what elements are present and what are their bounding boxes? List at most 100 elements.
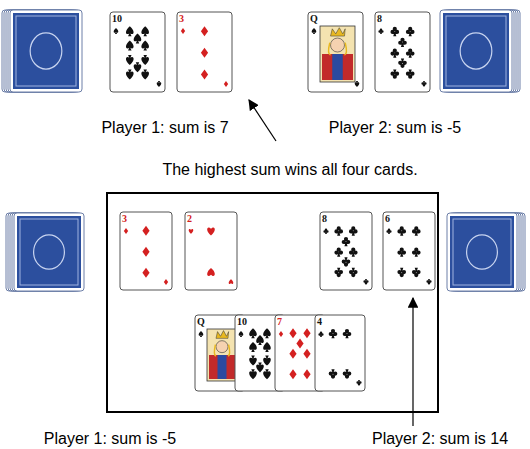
corner-suit bbox=[356, 380, 361, 386]
card-back bbox=[440, 10, 512, 92]
suit-pip bbox=[134, 33, 142, 43]
suit-pip bbox=[249, 369, 257, 379]
card-back-face bbox=[449, 213, 519, 291]
card-back-face bbox=[442, 10, 514, 92]
suit-pip bbox=[349, 226, 358, 235]
card-face bbox=[308, 12, 363, 92]
card-rank: 7 bbox=[277, 317, 282, 327]
card-back bbox=[6, 10, 78, 92]
card-back bbox=[10, 10, 82, 92]
suit-pip bbox=[126, 69, 134, 79]
card-back bbox=[444, 10, 516, 92]
card-face bbox=[120, 212, 172, 290]
corner-suit bbox=[114, 28, 119, 34]
suit-pip bbox=[412, 226, 421, 235]
playing-card bbox=[383, 212, 435, 290]
playing-card bbox=[185, 212, 237, 290]
corner-suit bbox=[239, 331, 244, 337]
leader-arrow bbox=[249, 100, 276, 141]
suit-pip bbox=[303, 328, 310, 338]
corner-suit bbox=[189, 229, 194, 234]
card-back-face bbox=[447, 213, 517, 291]
card-back-face bbox=[451, 213, 521, 291]
suit-pip bbox=[263, 328, 271, 338]
suit-pip bbox=[397, 226, 406, 235]
card-back bbox=[449, 213, 519, 291]
card-back-face bbox=[440, 10, 512, 92]
card-back-face bbox=[14, 213, 84, 291]
suit-pip bbox=[256, 362, 264, 372]
playing-card bbox=[320, 212, 372, 290]
corner-suit bbox=[363, 279, 368, 285]
suit-pip bbox=[263, 369, 271, 379]
suit-pip bbox=[201, 26, 208, 36]
card-back-ornament bbox=[467, 235, 498, 269]
suit-pip bbox=[289, 349, 296, 359]
queen-hair bbox=[329, 43, 347, 55]
playing-card bbox=[315, 315, 365, 391]
card-back bbox=[8, 10, 80, 92]
caption-label: Player 1: sum is -5 bbox=[44, 429, 176, 448]
card-rank: 8 bbox=[322, 214, 327, 224]
card-back-face bbox=[444, 10, 516, 92]
suit-pip bbox=[201, 69, 208, 79]
card-back-frame bbox=[453, 219, 511, 285]
playing-card bbox=[110, 12, 165, 92]
suit-pip bbox=[142, 268, 149, 278]
queen-crown bbox=[331, 28, 346, 36]
card-face bbox=[185, 212, 237, 290]
card-back-pattern bbox=[450, 216, 514, 288]
queen-crown bbox=[216, 331, 229, 339]
suit-pip bbox=[289, 369, 296, 379]
card-deck bbox=[2, 10, 82, 92]
card-rank: Q bbox=[197, 317, 205, 327]
suit-pip bbox=[142, 226, 149, 236]
card-back-pattern bbox=[17, 216, 81, 288]
card-rank: Q bbox=[310, 14, 318, 24]
playing-card bbox=[375, 12, 430, 92]
corner-suit bbox=[318, 331, 323, 337]
suit-pip bbox=[390, 69, 399, 78]
suit-pip bbox=[329, 329, 338, 338]
suit-pip bbox=[398, 38, 407, 47]
suit-pip bbox=[334, 226, 343, 235]
queen-hair bbox=[214, 345, 229, 356]
card-face bbox=[320, 212, 372, 290]
corner-suit bbox=[323, 228, 328, 234]
card-deck bbox=[440, 10, 520, 92]
suit-pip bbox=[126, 41, 134, 51]
card-rank: 3 bbox=[179, 14, 184, 24]
suit-pip bbox=[296, 339, 303, 349]
card-rank: 4 bbox=[317, 317, 322, 327]
suit-pip bbox=[249, 328, 257, 338]
suit-pip bbox=[406, 48, 415, 57]
caption-label: The highest sum wins all four cards. bbox=[162, 160, 417, 179]
card-back bbox=[451, 213, 521, 291]
suit-pip bbox=[207, 227, 215, 235]
card-back bbox=[14, 213, 84, 291]
suit-pip bbox=[390, 48, 399, 57]
suit-pip bbox=[329, 369, 338, 378]
corner-suit bbox=[124, 228, 128, 234]
caption-label: Player 2: sum is 14 bbox=[372, 429, 508, 448]
suit-pip bbox=[303, 349, 310, 359]
card-back-ornament bbox=[30, 33, 62, 69]
card-face bbox=[375, 12, 430, 92]
suit-pip bbox=[412, 247, 421, 256]
suit-pip bbox=[397, 247, 406, 256]
card-back-face bbox=[10, 213, 80, 291]
suit-pip bbox=[142, 247, 149, 257]
leader-arrow bbox=[412, 298, 413, 426]
card-face bbox=[383, 212, 435, 290]
suit-pip bbox=[141, 55, 149, 65]
suit-pip bbox=[390, 27, 399, 36]
card-deck bbox=[6, 213, 84, 291]
suit-pip bbox=[263, 356, 271, 366]
corner-suit bbox=[181, 28, 185, 34]
card-rank: 10 bbox=[237, 317, 247, 327]
suit-pip bbox=[141, 26, 149, 36]
suit-pip bbox=[343, 329, 352, 338]
suit-pip bbox=[263, 342, 271, 352]
corner-suit bbox=[378, 28, 383, 34]
